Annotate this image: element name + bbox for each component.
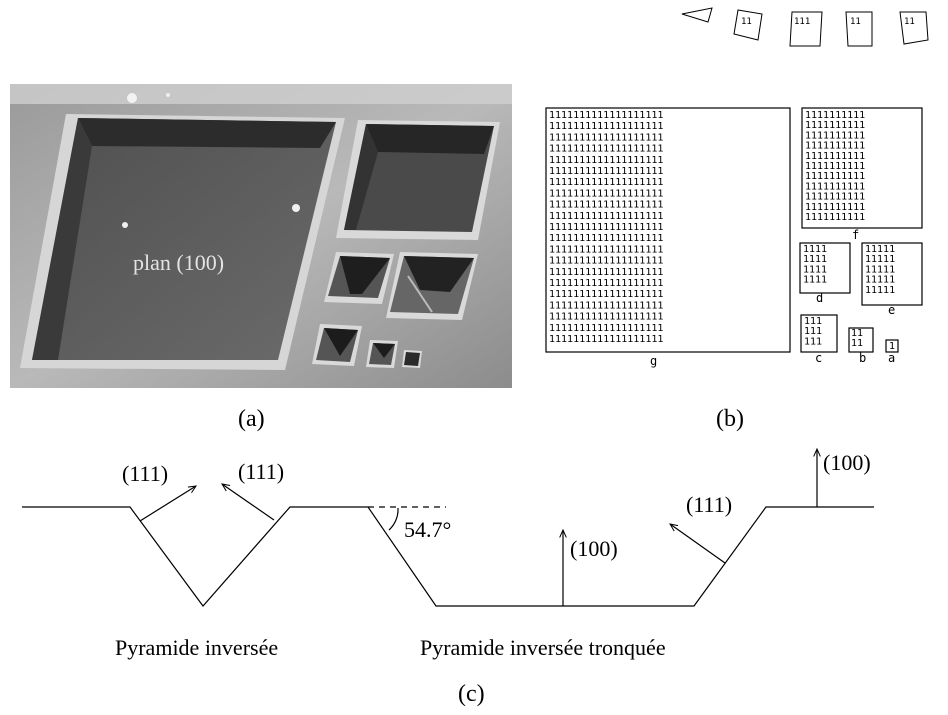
top-mark-3 bbox=[845, 11, 873, 47]
mask-digit-row-f: 1111111111 bbox=[805, 192, 865, 203]
mask-layout bbox=[545, 107, 923, 353]
mask-digit-row-a: 1 bbox=[889, 341, 895, 352]
mask-square-g bbox=[545, 107, 791, 353]
sem-photo: plan (100) bbox=[10, 84, 512, 388]
mask-digit-row-f: 1111111111 bbox=[805, 202, 865, 213]
cross-section-profile bbox=[22, 449, 874, 607]
mask-digit-row-c: 111 bbox=[804, 326, 822, 337]
mask-digit-row-f: 1111111111 bbox=[805, 161, 865, 172]
mask-digit-fill: 1111111111111111111111111111111111111111… bbox=[549, 110, 895, 352]
caption-pyramide-tronquee: Pyramide inversée tronquée bbox=[420, 635, 666, 660]
cavity-f bbox=[336, 120, 500, 240]
mask-digit-row-g: 1111111111111111111 bbox=[549, 144, 663, 155]
large-cavity bbox=[20, 114, 345, 370]
mask-letter-e: e bbox=[888, 303, 895, 317]
mask-digit-row-g: 1111111111111111111 bbox=[549, 323, 663, 334]
arrow-111-right bbox=[670, 524, 726, 564]
mask-digit-row-c: 111 bbox=[804, 336, 822, 347]
mask-digit-row-e: 11111 bbox=[865, 275, 895, 286]
plane-label-111-right: (111) bbox=[686, 492, 732, 517]
panel-label-c: (c) bbox=[458, 681, 485, 707]
caption-pyramide-inversee: Pyramide inversée bbox=[115, 635, 278, 660]
mask-digit-row-d1: 1111 bbox=[803, 254, 827, 265]
mask-square-e bbox=[861, 242, 923, 306]
plane-label-111-left: (111) bbox=[122, 461, 168, 486]
mask-digit-row-g: 1111111111111111111 bbox=[549, 267, 663, 278]
arrow-111-middle bbox=[222, 484, 275, 521]
mask-digit-row-g: 1111111111111111111 bbox=[549, 300, 663, 311]
mask-digit-row-g: 1111111111111111111 bbox=[549, 188, 663, 199]
mask-digit-row-g: 1111111111111111111 bbox=[549, 166, 663, 177]
top-mark-4 bbox=[899, 11, 929, 45]
mask-digit-row-g: 1111111111111111111 bbox=[549, 200, 663, 211]
mask-digit-row-f: 1111111111 bbox=[805, 212, 865, 223]
angle-label: 54.7° bbox=[404, 517, 451, 542]
mask-digit-row-f: 1111111111 bbox=[805, 141, 865, 152]
top-mark-3-text: 11 bbox=[850, 17, 861, 27]
mask-digit-row-g: 1111111111111111111 bbox=[549, 256, 663, 267]
mask-digit-row-e: 11111 bbox=[865, 264, 895, 275]
mask-digit-row-f: 1111111111 bbox=[805, 181, 865, 192]
panel-label-b: (b) bbox=[716, 406, 744, 432]
plane-label-100-top: (100) bbox=[823, 450, 871, 475]
cavity-a bbox=[402, 350, 422, 368]
mask-digit-row-f: 1111111111 bbox=[805, 130, 865, 141]
top-partial-marks bbox=[681, 7, 929, 47]
cavity-c bbox=[312, 324, 362, 366]
mask-square-b bbox=[848, 327, 874, 353]
mask-digit-row-g: 1111111111111111111 bbox=[549, 278, 663, 289]
top-mark-triangle bbox=[681, 7, 713, 23]
cavity-e bbox=[386, 252, 478, 320]
top-mark-1 bbox=[733, 9, 763, 41]
mask-digit-row-b: 11 bbox=[851, 338, 863, 349]
plane-label-100-floor: (100) bbox=[570, 536, 618, 561]
mask-digit-row-f: 1111111111 bbox=[805, 151, 865, 162]
mask-digit-row-g: 1111111111111111111 bbox=[549, 289, 663, 300]
mask-digit-row-g: 1111111111111111111 bbox=[549, 233, 663, 244]
mask-digit-row-d1: 1111 bbox=[803, 244, 827, 255]
photo-plane-label: plan (100) bbox=[133, 250, 224, 275]
mask-digit-row-g: 1111111111111111111 bbox=[549, 211, 663, 222]
mask-square-f bbox=[801, 107, 923, 229]
mask-square-c bbox=[800, 314, 838, 353]
top-mark-4-text: 11 bbox=[904, 17, 915, 27]
mask-digit-row-g: 1111111111111111111 bbox=[549, 110, 663, 121]
mask-digit-row-g: 1111111111111111111 bbox=[549, 334, 663, 345]
mask-digit-row-e: 11111 bbox=[865, 254, 895, 265]
mask-letter-a: a bbox=[888, 351, 895, 365]
mask-square-d bbox=[799, 242, 851, 294]
mask-digit-row-g: 1111111111111111111 bbox=[549, 121, 663, 132]
mask-digit-row-e: 11111 bbox=[865, 285, 895, 296]
mask-digit-row-c: 111 bbox=[804, 316, 822, 327]
angle-arc bbox=[388, 507, 399, 531]
mask-digit-row-g: 1111111111111111111 bbox=[549, 155, 663, 166]
cavity-b bbox=[366, 340, 398, 368]
mask-digit-row-g: 1111111111111111111 bbox=[549, 244, 663, 255]
mask-digit-row-g: 1111111111111111111 bbox=[549, 132, 663, 143]
mask-digit-row-d1: 1111 bbox=[803, 264, 827, 275]
panel-label-a: (a) bbox=[238, 406, 265, 432]
mask-digit-row-e: 11111 bbox=[865, 244, 895, 255]
mask-digit-row-d1: 1111 bbox=[803, 275, 827, 286]
top-mark-2-text: 111 bbox=[794, 17, 810, 27]
mask-letter-c: c bbox=[815, 351, 822, 365]
mask-digit-row-f: 1111111111 bbox=[805, 171, 865, 182]
mask-letter-g: g bbox=[650, 354, 657, 368]
mask-letter-d: d bbox=[816, 291, 823, 305]
mask-square-a bbox=[885, 339, 899, 353]
mask-digit-row-f: 1111111111 bbox=[805, 110, 865, 121]
top-mark-1-text: 11 bbox=[741, 17, 752, 27]
mask-digit-row-g: 1111111111111111111 bbox=[549, 312, 663, 323]
top-mark-2 bbox=[789, 11, 823, 47]
mask-letter-f: f bbox=[852, 228, 859, 242]
mask-digit-row-g: 1111111111111111111 bbox=[549, 177, 663, 188]
cavity-d bbox=[324, 252, 394, 304]
mask-letter-b: b bbox=[859, 351, 866, 365]
mask-digit-row-f: 1111111111 bbox=[805, 120, 865, 131]
arrow-111-left bbox=[139, 486, 196, 522]
mask-digit-row-b: 11 bbox=[851, 328, 863, 339]
plane-label-111-middle: (111) bbox=[238, 459, 284, 484]
mask-digit-row-g: 1111111111111111111 bbox=[549, 222, 663, 233]
